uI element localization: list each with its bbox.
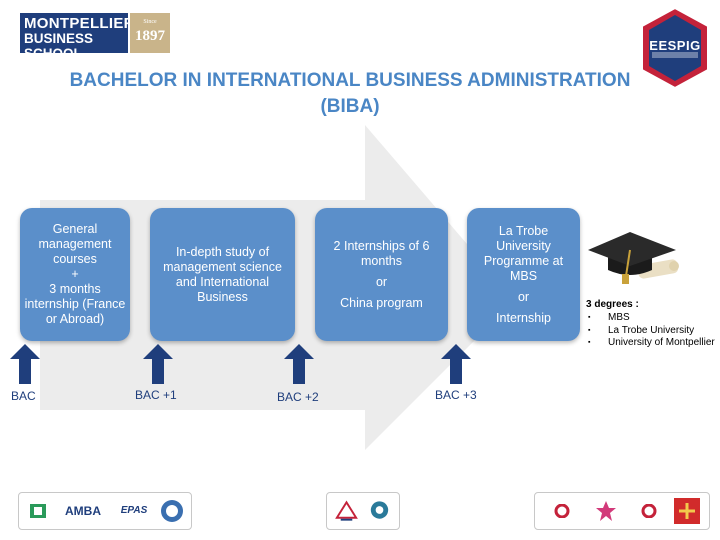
globe-accreditation-icon <box>161 500 183 522</box>
hrs4r-icon <box>335 500 358 521</box>
cci-occitanie-logo <box>541 498 583 524</box>
step-text: China program <box>340 295 423 310</box>
step-text: Internship <box>496 310 551 325</box>
step-year3: 2 Internships of 6 months or China progr… <box>315 208 448 341</box>
montpellier-star-icon <box>596 501 616 521</box>
page-title: BACHELOR IN INTERNATIONAL BUSINESS ADMIN… <box>40 68 660 120</box>
partner-logos <box>534 492 710 530</box>
milestone-label: BAC +3 <box>435 388 477 402</box>
degrees-list: 3 degrees : MBS La Trobe University Univ… <box>586 299 715 350</box>
title-line2: (BIBA) <box>320 96 380 117</box>
montpellier-business-school-logo: MONTPELLIER BUSINESS SCHOOL <box>20 13 135 61</box>
up-arrow-icon <box>10 344 40 384</box>
milestone-label: BAC <box>11 389 36 403</box>
milestone-label: BAC +2 <box>277 390 319 404</box>
step-text: or <box>517 289 530 304</box>
step-text: or <box>375 274 388 289</box>
school-logo-line2: BUSINESS SCHOOL <box>24 31 94 61</box>
degree-item: La Trobe University <box>588 325 715 338</box>
step-text: 3 months internship (France or Abroad) <box>24 282 126 326</box>
graduation-cap-icon <box>588 232 679 284</box>
eespig-label: EESPIG <box>649 38 701 53</box>
accreditation-logos: AMBA EPAS <box>18 492 192 530</box>
occitanie-cross-icon <box>674 498 700 524</box>
cci-icon <box>641 504 657 518</box>
aacsb-icon <box>30 504 46 518</box>
title-line1: BACHELOR IN INTERNATIONAL BUSINESS ADMIN… <box>69 70 631 91</box>
montpellier-mediterranee-logo <box>587 498 625 524</box>
step-year1: General management courses + 3 months in… <box>20 208 130 341</box>
step-year4: La Trobe University Programme at MBS or … <box>467 208 580 341</box>
degree-item: MBS <box>588 312 715 325</box>
school-logo-line1: MONTPELLIER <box>24 15 135 32</box>
step-text: + <box>71 267 79 281</box>
milestone-label: BAC +1 <box>135 388 177 402</box>
step-text: In-depth study of management science and… <box>163 244 282 304</box>
aacsb-logo <box>25 498 51 524</box>
degree-item: University of Montpellier <box>588 337 715 350</box>
step-year2: In-depth study of management science and… <box>150 208 295 341</box>
global-compact-icon <box>370 501 389 519</box>
since-label: Since <box>143 19 157 25</box>
step-text: La Trobe University Programme at MBS <box>483 223 564 283</box>
amba-logo: AMBA <box>65 504 101 518</box>
up-arrow-icon <box>143 344 173 384</box>
cci-icon <box>554 504 570 518</box>
occitanie-region-logo <box>673 498 701 524</box>
since-1897-badge: Since 1897 <box>130 13 170 53</box>
step-text: General management courses <box>38 222 112 266</box>
since-year: 1897 <box>135 28 165 44</box>
cci-herault-logo <box>629 498 669 524</box>
label-logos <box>326 492 400 530</box>
up-arrow-icon <box>441 344 471 384</box>
up-arrow-icon <box>284 344 314 384</box>
eespig-shield-icon <box>641 6 709 90</box>
step-text: 2 Internships of 6 months <box>333 238 430 268</box>
epas-logo: EPAS <box>120 505 148 516</box>
degrees-title: 3 degrees : <box>586 299 639 310</box>
